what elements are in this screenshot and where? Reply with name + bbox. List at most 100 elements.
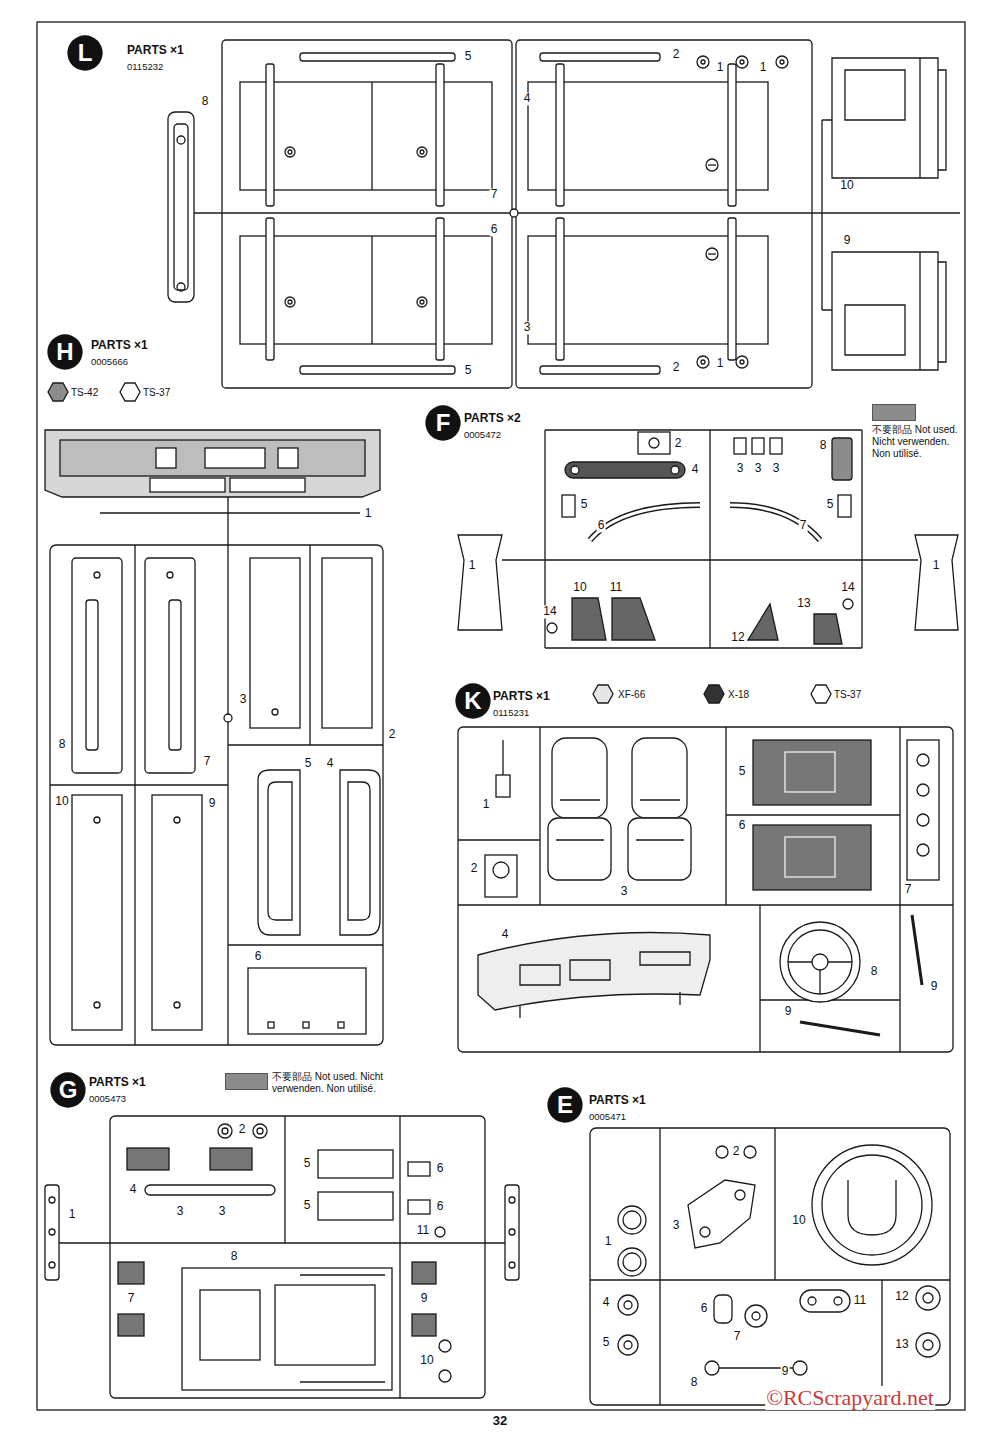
callout-number: 13 [894,1338,909,1351]
callout-number: 5 [826,498,835,511]
sprue-g-drawing [275,1285,375,1365]
sprue-h-drawing [45,430,380,497]
callout-number: 7 [490,188,499,201]
sprue-k-drawing [907,740,939,880]
page-border [37,22,965,1410]
sprue-e-drawing [623,1253,641,1271]
callout-number: 6 [700,1302,709,1315]
sprue-e-drawing [752,1312,760,1320]
sprue-g-drawing [45,1116,519,1398]
sprue-g-drawing [222,1128,228,1134]
sprue-g-drawing [505,1185,519,1280]
paint-code: X-18 [727,689,750,700]
sprue-g-drawing [110,1116,485,1398]
callout-number: 3 [672,1219,681,1232]
sprue-h-drawing [322,558,372,728]
paint-chips [593,685,613,703]
sprue-h-drawing [224,714,232,722]
callout-number: 1 [932,559,941,572]
sprue-h-drawing [50,545,383,1045]
sprue-f-drawing [571,466,579,474]
callout-number: 9 [420,1292,429,1305]
sprue-f-drawing [590,505,820,540]
sprue-k-drawing [485,855,517,897]
sprue-h-drawing [248,968,366,1034]
callout-number: 8 [201,95,210,108]
sprue-letter-badge: K [455,683,491,719]
sprue-l-drawing [697,56,709,68]
sprue-l-drawing [708,253,716,254]
part-code: 0115231 [492,708,530,718]
sprue-f-drawing [458,430,958,648]
sprue-g-drawing [435,1227,445,1237]
callout-number: 2 [732,1145,741,1158]
sprue-letter-badge: L [67,35,103,71]
sprue-h-drawing [258,770,300,935]
sprue-g-drawing [49,1262,55,1268]
callout-number: 1 [604,1235,613,1248]
part-code: 0005473 [88,1094,127,1104]
sprue-l-drawing [832,252,946,370]
callout-number: 1 [364,507,373,520]
sprue-g-drawing [145,1185,275,1195]
sprue-g-drawing [509,1262,515,1268]
sprue-k-drawing [502,740,503,775]
sprue-l-drawing [540,366,660,374]
callout-number: 8 [58,738,67,751]
callout-number: 4 [691,463,700,476]
legend-swatch [872,404,916,421]
sprue-k-drawing [917,754,929,766]
sprue-l-drawing [556,218,564,360]
callout-number: 5 [602,1336,611,1349]
sprue-k-drawing [917,814,929,826]
watermark: ©RCScrapyard.net [765,1386,935,1410]
sprue-l-drawing [177,136,185,144]
part-code: 0005472 [463,430,502,440]
sprue-h-drawing [230,478,305,492]
sprue-h-drawing [174,817,180,823]
sprue-h-drawing [250,558,300,728]
sprue-f-drawing [562,495,575,517]
callout-number: 4 [129,1183,138,1196]
sprue-l-drawing [728,218,736,360]
legend-text: 不要部品 Not used. Nicht verwenden. Non util… [272,1071,392,1095]
callout-number: 9 [930,980,939,993]
sprue-f-drawing [590,505,820,540]
sprue-e-drawing [688,1180,755,1248]
callout-number: 7 [733,1330,742,1343]
sprue-k-drawing [478,933,710,1011]
parts-count: PARTS ×1 [588,1094,647,1107]
parts-count: PARTS ×2 [463,412,522,425]
sprue-h-drawing [94,1002,100,1008]
callout-number: 4 [501,928,510,941]
callout-number: 2 [672,48,681,61]
sprue-k-drawing [912,915,922,985]
callout-number: 2 [238,1123,247,1136]
badge-circle [67,35,102,70]
sprue-l-drawing [240,82,492,190]
sprue-letter: L [78,41,93,65]
sprue-f-drawing [612,598,655,640]
sprue-e-drawing [916,1286,940,1310]
sprue-g-drawing [318,1192,393,1220]
sprue-l-drawing [266,64,274,206]
sprue-l-drawing [300,366,455,374]
sprue-h-drawing [169,600,181,750]
callout-number: 6 [738,819,747,832]
sprue-l-drawing [420,150,424,154]
sprue-l-drawing [285,297,295,307]
sprue-g-drawing [200,1290,260,1360]
sprue-l-drawing [300,53,455,61]
sprue-g-drawing [412,1314,436,1336]
sprue-k-drawing [917,784,929,796]
sprue-e-drawing [822,1155,922,1255]
sprue-k-drawing [636,800,684,840]
sprue-f-drawing [638,432,670,454]
sprue-l-drawing [168,40,960,388]
sprue-e-drawing [716,1146,728,1158]
sprue-e-drawing [624,1341,632,1349]
legend-text: 不要部品 Not used. Nicht verwenden. Non util… [872,424,964,460]
sprue-h-drawing [268,1022,274,1028]
callout-number: 3 [772,462,781,475]
callout-number: 7 [904,883,913,896]
